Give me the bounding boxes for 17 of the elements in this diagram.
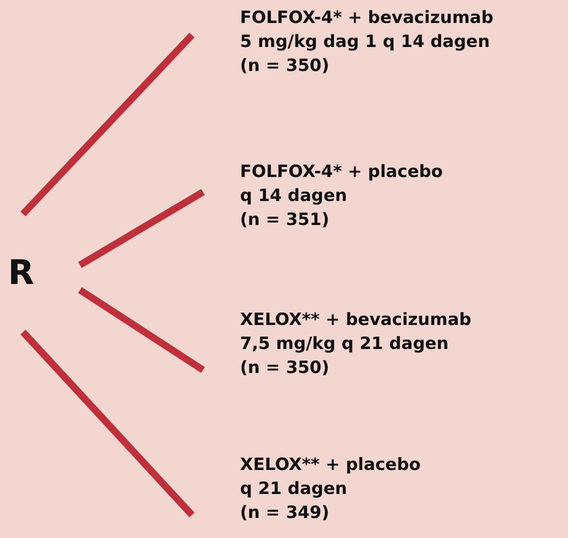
branch-line	[20, 330, 195, 518]
branch-line	[20, 32, 195, 216]
sample-size-text: 5 mg/kg dag 1 q 14 dagen	[240, 31, 491, 54]
sample-size-text: FOLFOX-4* + bevacizumab	[240, 7, 494, 30]
sample-size-text: (n = 349)	[240, 502, 330, 525]
sample-size-text: XELOX** + placebo	[240, 454, 422, 477]
sample-size-text: (n = 351)	[240, 209, 330, 232]
sample-size-text: XELOX** + bevacizumab	[240, 309, 472, 332]
randomization-label: R	[8, 253, 34, 293]
sample-size-text: q 21 dagen	[240, 478, 348, 501]
sample-size-text: (n = 350)	[240, 55, 330, 78]
sample-size-text: q 14 dagen	[240, 185, 348, 208]
sample-size-text: FOLFOX-4* + placebo	[240, 161, 444, 184]
sample-size-text: 7,5 mg/kg q 21 dagen	[240, 333, 450, 356]
branch-line	[78, 287, 205, 373]
sample-size-text: (n = 350)	[240, 357, 330, 380]
branch-line	[78, 189, 205, 268]
